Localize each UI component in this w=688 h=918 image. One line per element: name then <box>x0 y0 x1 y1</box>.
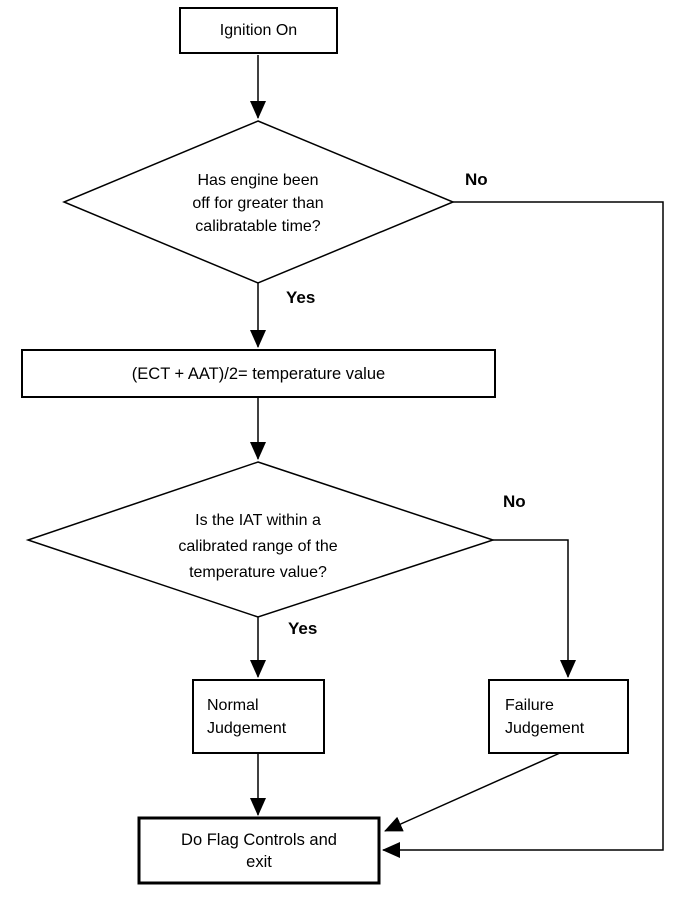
engine-off-yes-label: Yes <box>286 288 316 307</box>
engine-off-no-label: No <box>465 170 488 189</box>
iat-range-decision-label: Is the IAT within a calibrated range of … <box>133 508 383 586</box>
flag-controls-line2: exit <box>246 852 272 871</box>
normal-judgement-node <box>192 679 325 754</box>
failure-judgement-node <box>488 679 629 754</box>
ignition-on-label: Ignition On <box>180 8 337 53</box>
flag-controls-label: Do Flag Controls and exit <box>139 818 379 883</box>
iat-range-decision-line2: calibrated range of the <box>178 538 338 555</box>
normal-judgement-line1: Normal <box>207 696 259 714</box>
edge-iat-no-to-failure <box>493 539 576 678</box>
temperature-calc-line: (ECT + AAT)/2= temperature value <box>131 364 386 383</box>
temperature-calc-label: (ECT + AAT)/2= temperature value <box>22 350 495 397</box>
iat-range-decision-line1: Is the IAT within a <box>195 512 321 529</box>
ignition-on-label-line: Ignition On <box>219 21 298 39</box>
edge-engine-off-no-to-end <box>382 201 664 858</box>
flag-controls-node <box>137 816 381 885</box>
iat-range-yes-label: Yes <box>288 619 318 638</box>
normal-judgement-line2: Judgement <box>207 719 287 737</box>
flag-controls-line1: Do Flag Controls and <box>181 830 337 849</box>
engine-off-decision-line3: calibratable time? <box>195 218 321 235</box>
iat-range-decision-line3: temperature value? <box>189 564 327 581</box>
iat-range-no-label: No <box>503 492 526 511</box>
failure-judgement-line1: Failure <box>505 696 554 714</box>
engine-off-decision-label: Has engine been off for greater than cal… <box>133 169 383 238</box>
edge-failure-to-end <box>384 752 561 832</box>
ignition-on-node <box>179 7 338 54</box>
engine-off-decision-line2: off for greater than <box>192 195 324 212</box>
engine-off-decision-diamond <box>62 120 455 284</box>
engine-off-decision-line1: Has engine been <box>197 172 319 189</box>
normal-judgement-label: Normal Judgement <box>193 680 324 753</box>
iat-range-decision-diamond <box>25 461 496 618</box>
failure-judgement-line2: Judgement <box>505 719 585 737</box>
temperature-calc-node <box>21 349 496 398</box>
failure-judgement-label: Failure Judgement <box>489 680 628 753</box>
